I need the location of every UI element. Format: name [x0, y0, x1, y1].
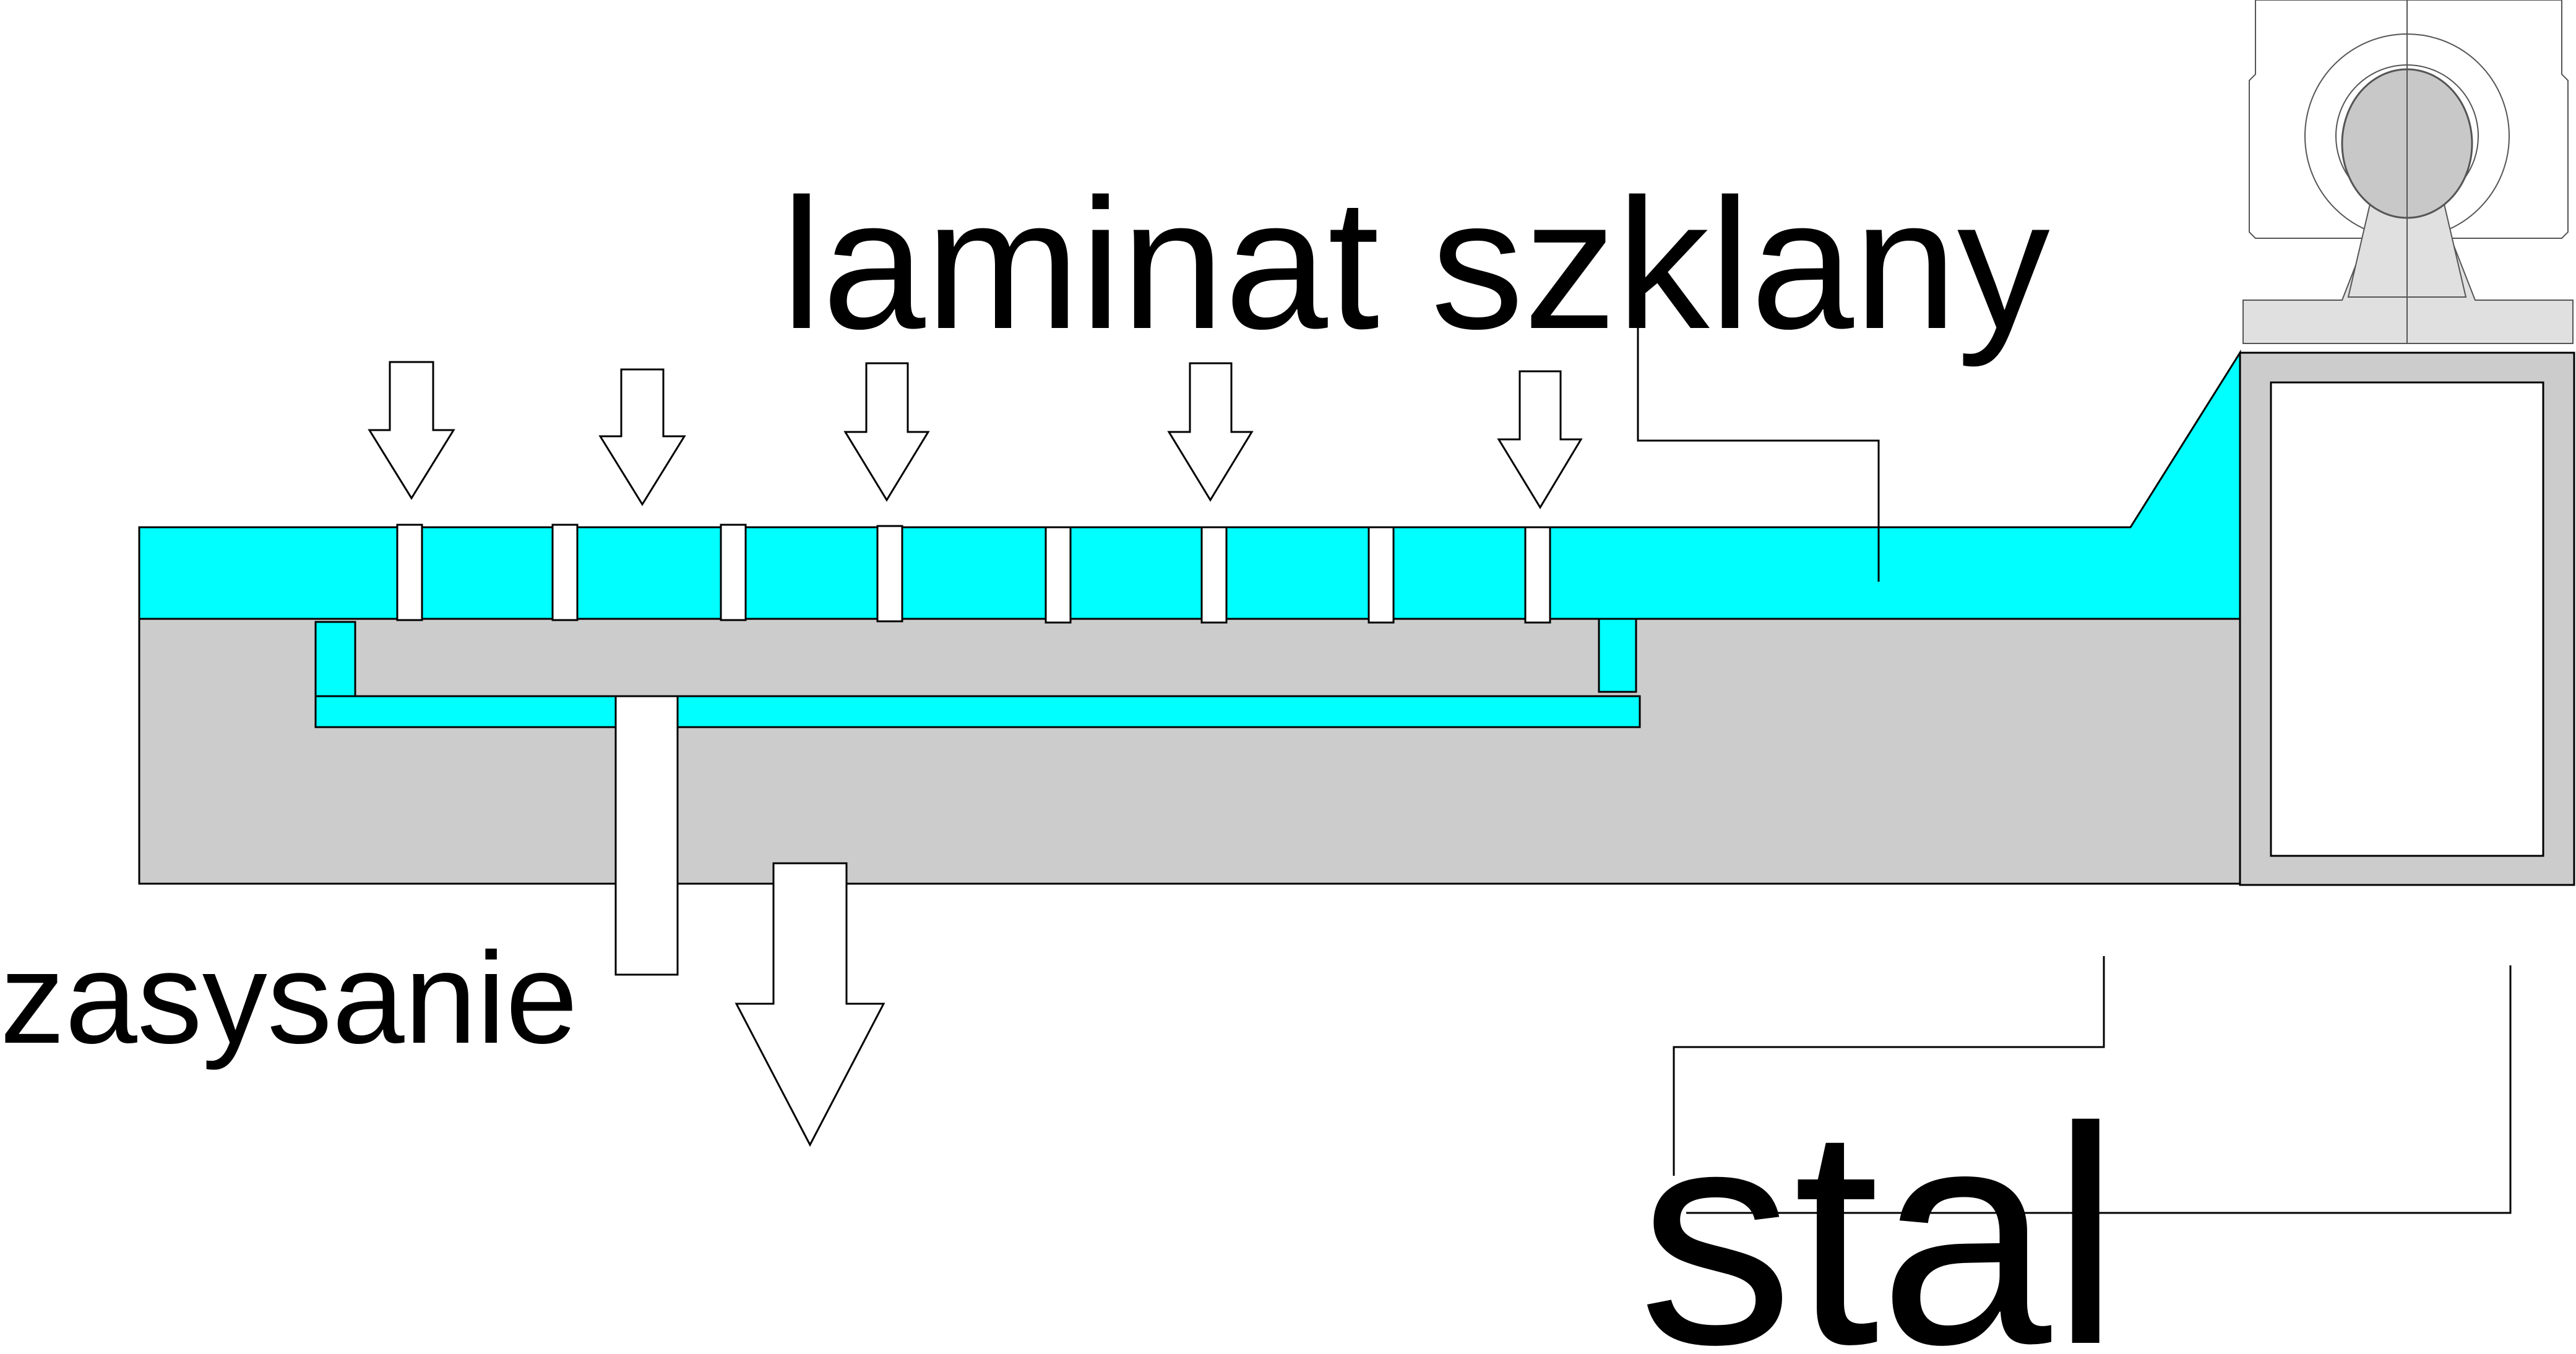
- vacuum-hole: [1524, 526, 1551, 624]
- arrow-down-icon: [1167, 362, 1254, 502]
- vacuum-hole: [876, 525, 903, 623]
- suction-pipe: [614, 695, 679, 976]
- vacuum-hole: [551, 524, 579, 621]
- leader-line-laminat: [1637, 322, 1880, 582]
- arrow-down-icon: [1497, 370, 1583, 509]
- arrow-down-icon: [843, 362, 930, 502]
- pressure-arrows: [368, 361, 1583, 509]
- steel-profile-inner: [2270, 381, 2544, 857]
- arrow-down-icon: [368, 361, 455, 500]
- suction-arrow-icon: [734, 862, 885, 1147]
- vacuum-channel-right-riser: [1598, 618, 1637, 693]
- vacuum-hole: [396, 524, 423, 621]
- steel-mould-body: [138, 618, 2241, 885]
- roller-bearing-icon: [2242, 0, 2574, 344]
- arrow-down-icon: [598, 368, 686, 506]
- label-stal: stal: [1639, 1063, 2120, 1354]
- vacuum-holes: [396, 524, 1551, 624]
- vacuum-hole: [720, 524, 747, 621]
- vacuum-channel-horizontal: [314, 695, 1641, 728]
- leader-line-stal-right: [1686, 965, 2512, 1214]
- label-zasysanie: zasysanie: [0, 925, 578, 1071]
- vacuum-hole: [1200, 526, 1228, 624]
- leader-line-stal-left: [1673, 956, 2105, 1176]
- vacuum-channel-left-riser: [314, 621, 356, 697]
- label-laminat-szklany: laminat szklany: [781, 160, 2050, 369]
- vacuum-hole: [1045, 526, 1072, 624]
- vacuum-hole: [1368, 526, 1395, 624]
